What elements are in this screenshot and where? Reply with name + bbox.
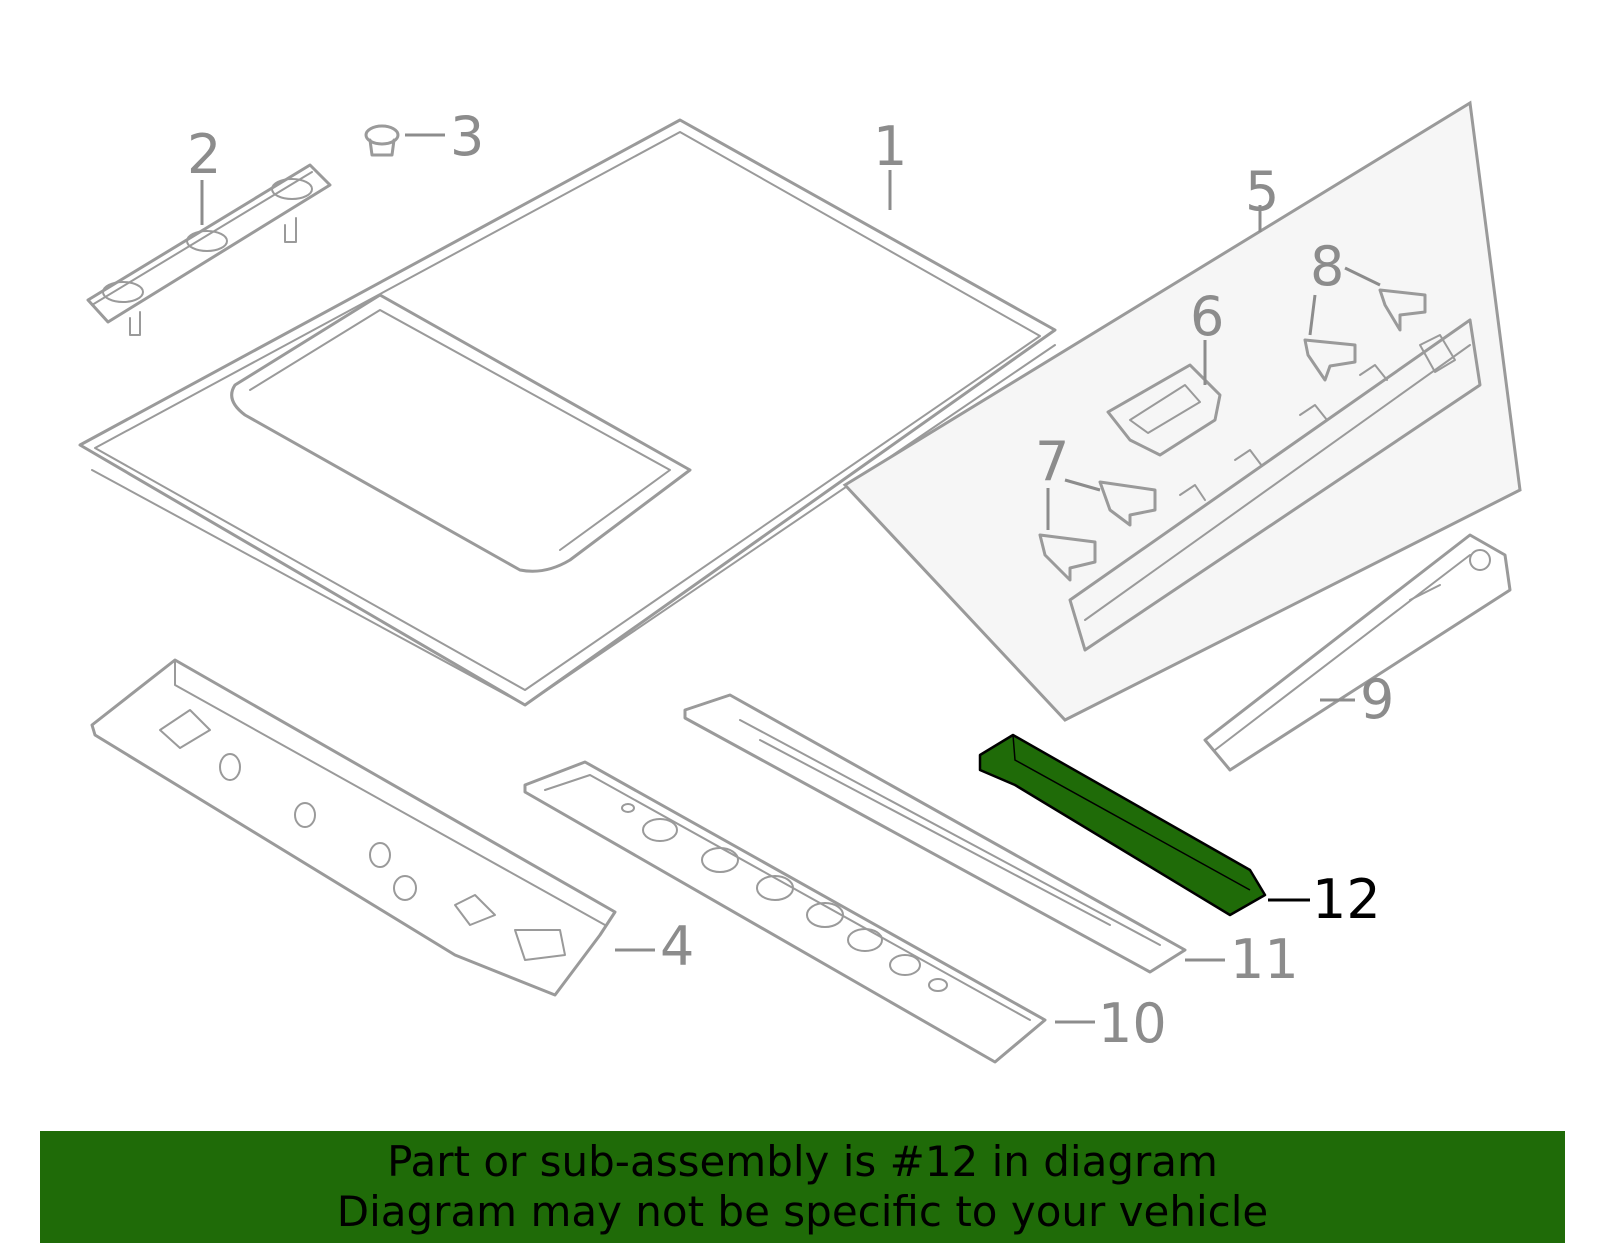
part-6-bracket[interactable]: [1106, 363, 1222, 457]
callout-7: 7: [1035, 430, 1069, 493]
part-7-bracket[interactable]: [1038, 480, 1157, 582]
part-9-rear-rail[interactable]: [1203, 533, 1512, 772]
callout-5: 5: [1245, 160, 1279, 223]
callout-6: 6: [1190, 285, 1224, 348]
callout-2: 2: [187, 123, 221, 186]
callout-10: 10: [1098, 992, 1167, 1055]
banner-line-2: Diagram may not be specific to your vehi…: [336, 1187, 1269, 1236]
callout-12: 12: [1312, 868, 1381, 931]
callout-8: 8: [1310, 235, 1344, 298]
part-11-roof-bow[interactable]: [683, 693, 1187, 974]
callout-9: 9: [1360, 668, 1394, 731]
callout-11: 11: [1230, 928, 1299, 991]
part-10-roof-bow[interactable]: [523, 760, 1047, 1064]
leader-lines: [200, 133, 1381, 1024]
banner-line-1: Part or sub-assembly is #12 in diagram: [387, 1137, 1218, 1186]
part-3-clip[interactable]: [364, 124, 400, 157]
info-banner-background: [40, 1131, 1565, 1243]
part-8-bracket[interactable]: [1303, 288, 1427, 382]
part-2-bracket[interactable]: [86, 163, 332, 336]
callout-1: 1: [873, 115, 907, 178]
part-12-rear-header-highlighted[interactable]: [978, 733, 1267, 917]
callout-4: 4: [660, 915, 694, 978]
part-1-roof-panel[interactable]: [78, 118, 1057, 707]
part-4-front-header[interactable]: [90, 658, 617, 997]
info-banner: Part or sub-assembly is #12 in diagram D…: [40, 1131, 1565, 1243]
callout-3: 3: [450, 105, 484, 168]
